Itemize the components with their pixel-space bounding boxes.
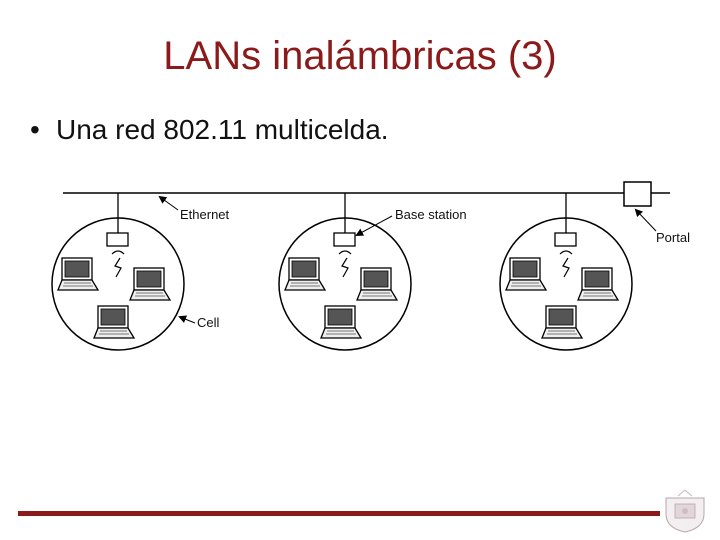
ethernet-label: Ethernet <box>180 207 230 222</box>
ethernet-pointer <box>158 195 179 211</box>
laptop-icon <box>577 267 619 301</box>
bullet-text: Una red 802.11 multicelda. <box>56 114 389 145</box>
radio-signal-icon <box>559 250 573 278</box>
laptop-icon <box>93 305 135 339</box>
cell-pointer <box>178 315 196 324</box>
laptop-icon <box>541 305 583 339</box>
radio-signal-icon <box>338 250 352 278</box>
radio-signal-icon <box>111 250 125 278</box>
base-station-label: Base station <box>395 207 467 222</box>
slide-title: LANs inalámbricas (3) <box>163 34 557 78</box>
base-station-pointer <box>355 215 393 236</box>
cell-label: Cell <box>197 315 220 330</box>
cell-3 <box>499 193 633 351</box>
laptop-icon <box>129 267 171 301</box>
laptop-icon <box>57 257 99 291</box>
base-station-icon <box>554 232 577 247</box>
laptop-icon <box>320 305 362 339</box>
footer-accent-bar <box>18 511 660 516</box>
laptop-icon <box>284 257 326 291</box>
university-crest-icon <box>665 489 705 533</box>
portal-pointer <box>634 208 657 232</box>
cell-2 <box>278 193 412 351</box>
laptop-icon <box>356 267 398 301</box>
portal-icon <box>623 181 652 207</box>
cell-1 <box>51 193 185 351</box>
bullet-symbol: • <box>30 114 40 145</box>
bullet-item: • Una red 802.11 multicelda. <box>30 114 389 146</box>
laptop-icon <box>505 257 547 291</box>
base-station-icon <box>333 232 356 247</box>
portal-label: Portal <box>656 230 690 245</box>
base-station-icon <box>106 232 129 247</box>
